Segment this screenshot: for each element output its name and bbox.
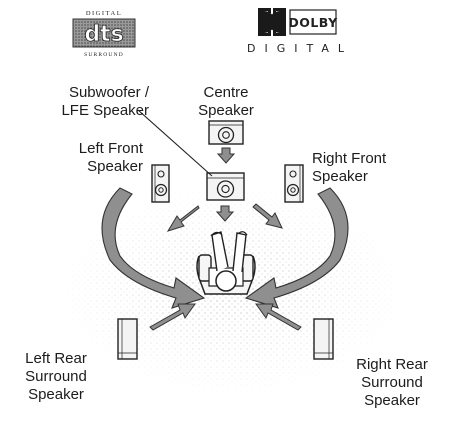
subwoofer-label-line-1: Subwoofer / [61,84,149,102]
subwoofer-speaker-icon [207,173,244,200]
right-front-label: Right Front Speaker [312,150,386,186]
left-rear-label-line-3: Speaker [6,386,106,404]
right-front-speaker-icon [285,165,303,202]
centre-label-line-1: Centre [190,84,262,102]
right-front-label-line-2: Speaker [312,168,386,186]
left-rear-speaker-icon [118,319,137,359]
dolby-digital-logo: DOLBY DIGITAL [247,8,353,55]
left-rear-label-line-1: Left Rear [6,350,106,368]
centre-speaker-icon [209,121,243,144]
left-front-label-line-1: Left Front [79,140,143,158]
dts-mark-text: dts [84,22,123,47]
dts-logo: DIGITAL dts SURROUND [73,10,135,58]
dolby-brand-text: DOLBY [288,15,338,30]
left-front-speaker-icon [152,165,169,202]
right-rear-label-line-2: Surround [340,374,444,392]
subwoofer-label: Subwoofer / LFE Speaker [61,84,149,120]
right-rear-label-line-3: Speaker [340,392,444,410]
dts-bottom-text: SURROUND [84,52,124,58]
down-arrow-icon [218,148,234,163]
centre-label: Centre Speaker [190,84,262,120]
left-rear-label-line-2: Surround [6,368,106,386]
dolby-sub-text: DIGITAL [247,42,353,55]
dts-top-text: DIGITAL [86,10,122,17]
right-rear-label-line-1: Right Rear [340,356,444,374]
left-front-label: Left Front Speaker [79,140,143,176]
right-front-label-line-1: Right Front [312,150,386,168]
centre-label-line-2: Speaker [190,102,262,120]
left-front-label-line-2: Speaker [79,158,143,176]
right-rear-label: Right Rear Surround Speaker [340,356,444,410]
right-rear-speaker-icon [314,319,333,359]
subwoofer-label-line-2: LFE Speaker [61,102,149,120]
left-rear-label: Left Rear Surround Speaker [6,350,106,404]
